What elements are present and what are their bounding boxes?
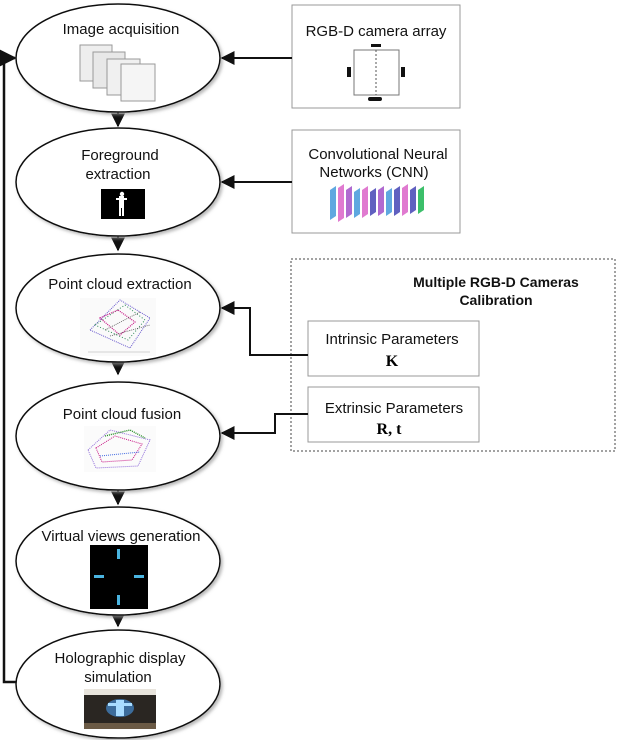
stage-virtual-views-generation: Virtual views generation [15, 506, 221, 616]
extrinsic-to-fusion-arrow [220, 413, 308, 440]
cnn-layers-icon [330, 184, 424, 222]
camera-array-box: RGB-D camera array [291, 4, 461, 109]
extrinsic-symbol: R, t [377, 421, 403, 438]
stage-label: Point cloud extraction [48, 276, 191, 293]
cnn-box: Convolutional Neural Networks (CNN) [291, 129, 461, 234]
hologram-photo-thumbnail [84, 689, 156, 729]
extrinsic-parameters-box: Extrinsic Parameters R, t [307, 386, 480, 443]
silhouette-mask-thumbnail [101, 189, 145, 219]
intrinsic-parameters-box: Intrinsic Parameters K [307, 320, 480, 377]
stage-foreground-extraction: Foreground extraction [15, 127, 221, 237]
stage-label-line-1: Foreground [81, 147, 159, 164]
camera-rig-icon [347, 44, 405, 101]
fused-point-cloud-thumbnail [84, 426, 156, 472]
stage-label-line-1: Holographic display [55, 650, 186, 667]
cnn-label-line-2: Networks (CNN) [319, 164, 428, 181]
intrinsic-to-extraction-arrow [220, 301, 308, 356]
intrinsic-symbol: K [386, 353, 399, 370]
stage-label: Virtual views generation [42, 528, 201, 545]
stage-label-line-2: simulation [84, 669, 152, 686]
stage-label: Point cloud fusion [63, 406, 181, 423]
camera-array-label: RGB-D camera array [306, 23, 447, 40]
point-cloud-thumbnail [80, 298, 156, 356]
calibration-title-line-1: Multiple RGB-D Cameras [413, 274, 579, 290]
stage-holographic-display-simulation: Holographic display simulation [15, 629, 221, 739]
feedback-loop [0, 49, 18, 684]
stage-label: Image acquisition [63, 21, 180, 38]
four-views-thumbnail [90, 545, 148, 609]
stage-point-cloud-fusion: Point cloud fusion [15, 381, 221, 491]
stage-image-acquisition: Image acquisition [15, 3, 221, 113]
image-stack-icon [79, 44, 156, 102]
intrinsic-label: Intrinsic Parameters [325, 331, 458, 348]
extrinsic-label: Extrinsic Parameters [325, 400, 463, 417]
calibration-box: Multiple RGB-D Cameras Calibration Intri… [290, 258, 616, 452]
stage-label-line-2: extraction [85, 166, 150, 183]
cnn-label-line-1: Convolutional Neural [308, 146, 447, 163]
stage-point-cloud-extraction: Point cloud extraction [15, 253, 221, 363]
calibration-title-line-2: Calibration [459, 292, 532, 308]
